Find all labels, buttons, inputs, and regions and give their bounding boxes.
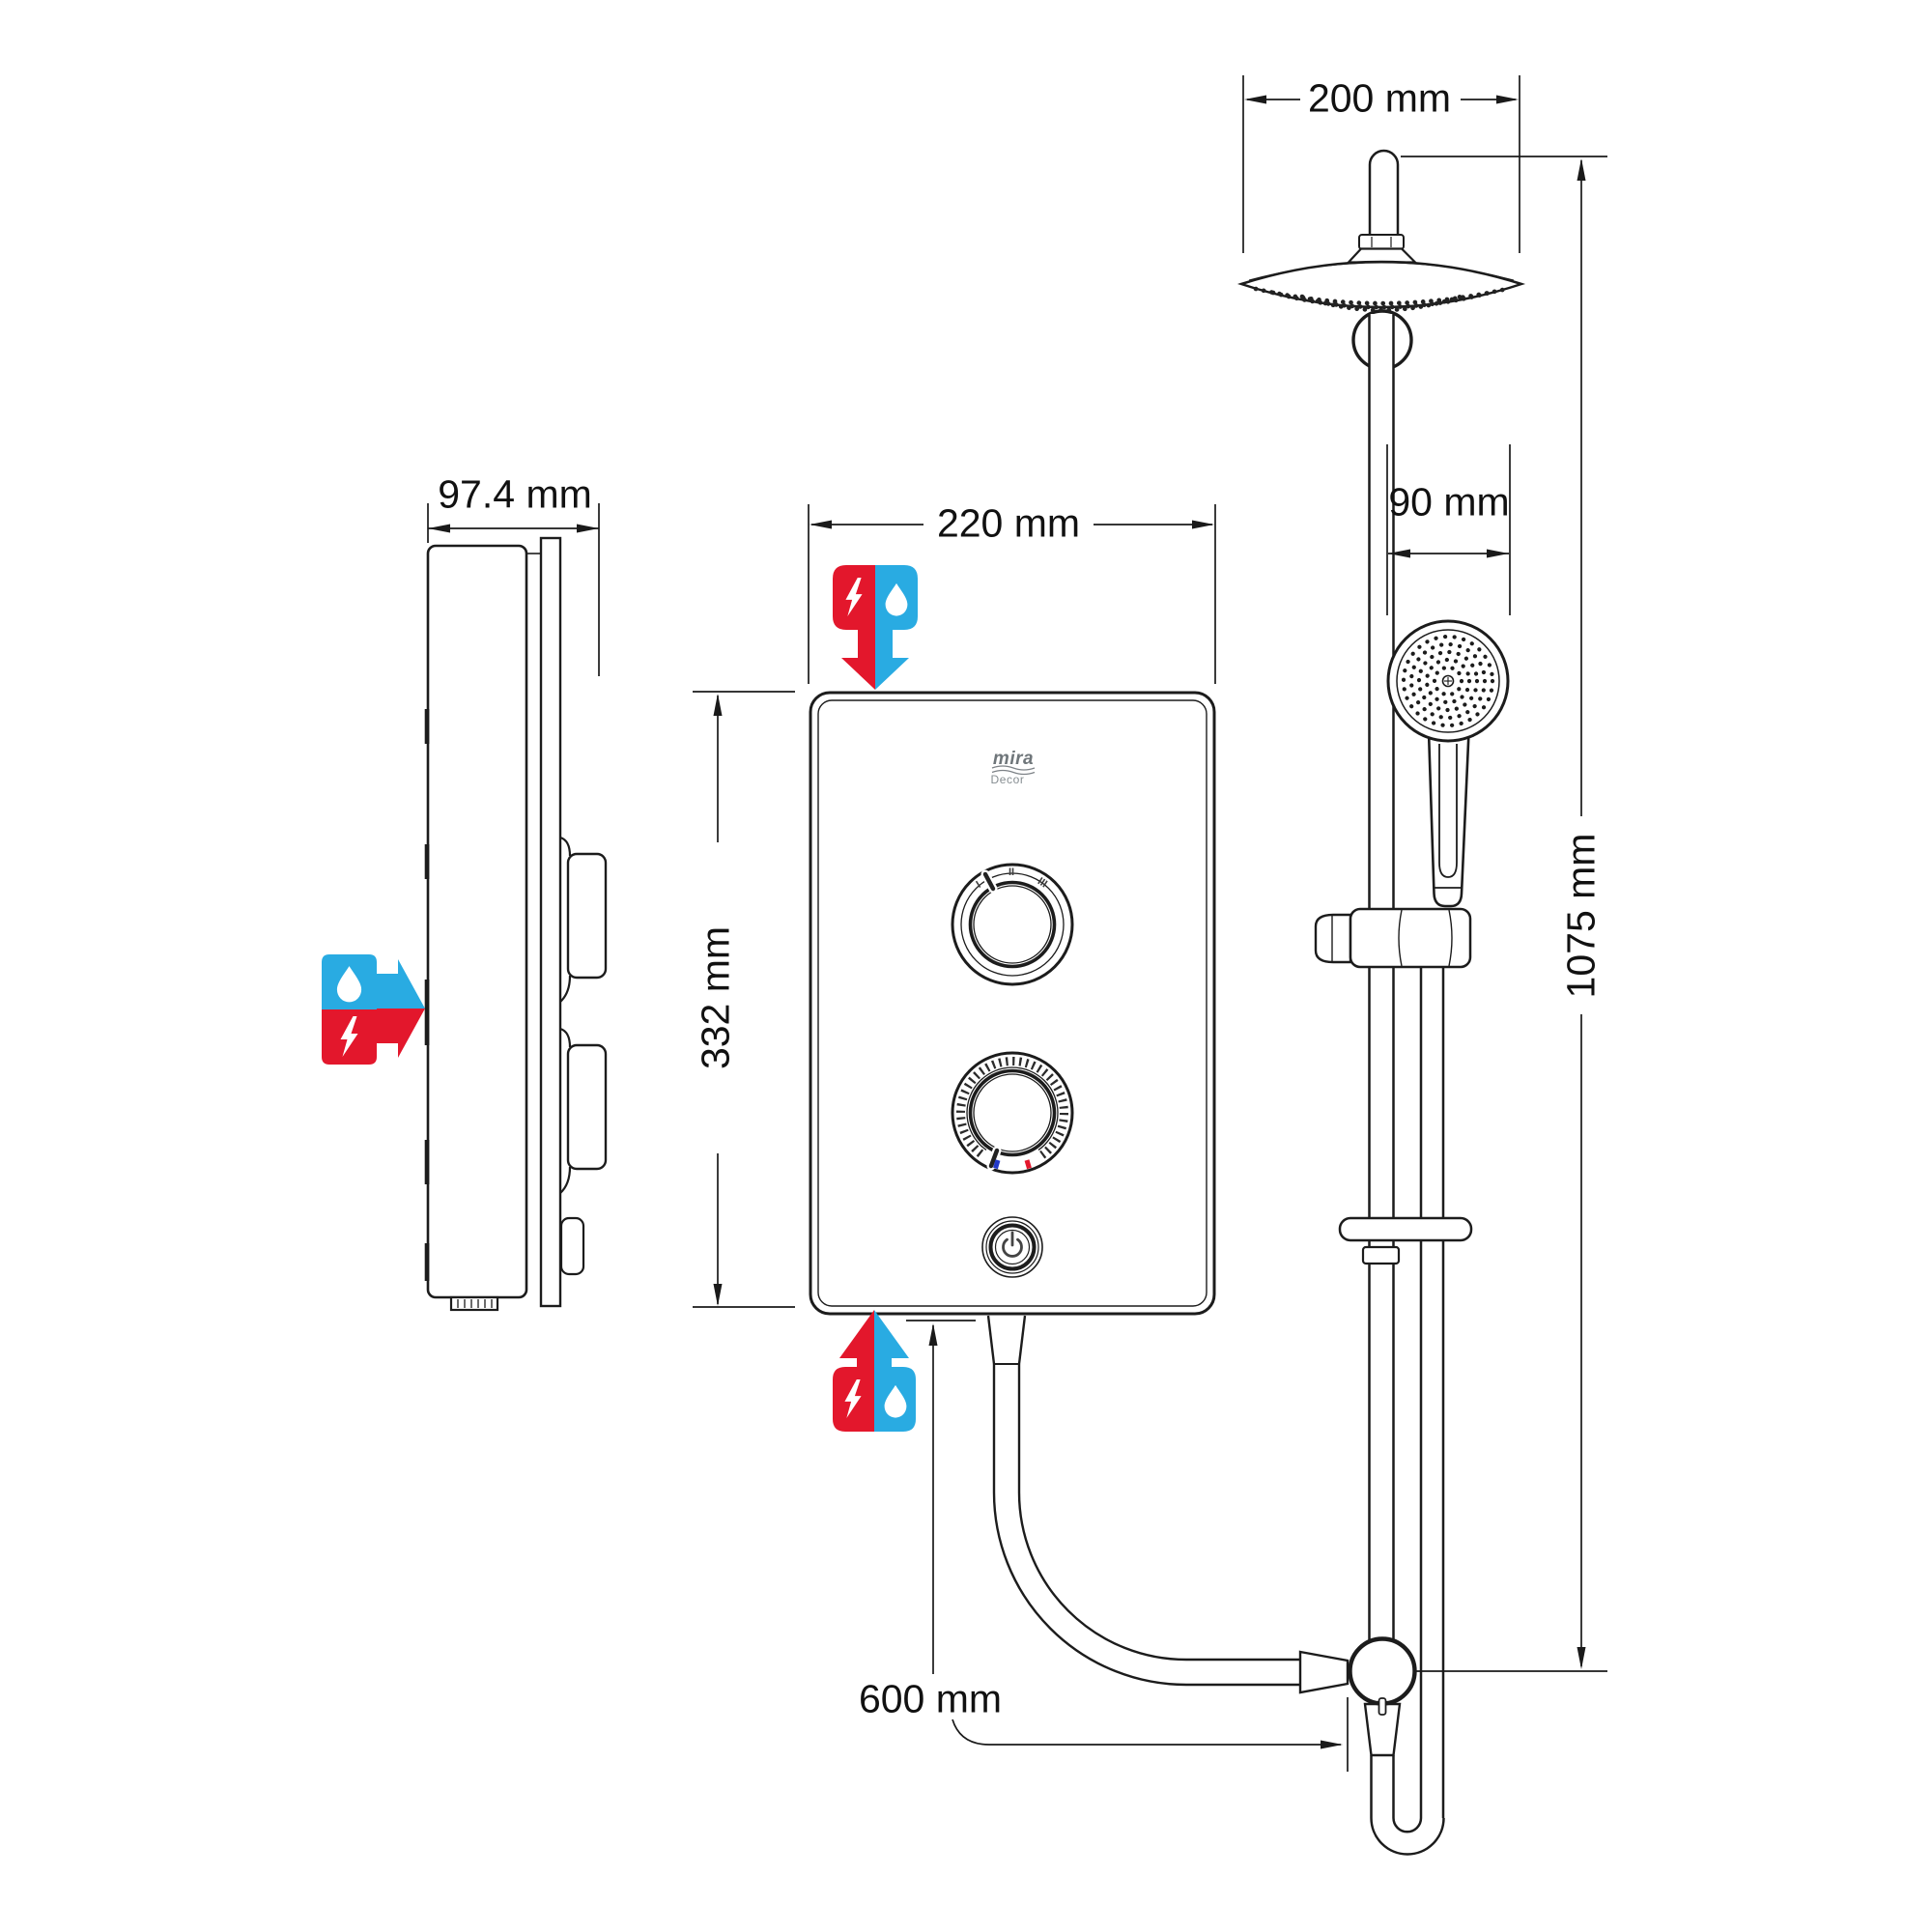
temperature-knob <box>951 1051 1074 1175</box>
temperature-pointer <box>988 1148 1000 1169</box>
dim-handset-width-label: 90 mm <box>1388 479 1510 525</box>
side-outlet-thread <box>449 1295 499 1312</box>
handset-shower-head <box>1386 619 1510 743</box>
overhead-shower-head <box>1236 260 1526 313</box>
logo-wave <box>991 765 1036 776</box>
power-icon <box>1002 1231 1023 1258</box>
side-view <box>424 536 608 1312</box>
rail-assembly <box>1236 149 1526 1856</box>
electric-water-down-arrow-icon <box>833 565 918 690</box>
hose-u-bend <box>1370 1755 1445 1856</box>
dim-hose-run-label: 600 mm <box>858 1676 1003 1721</box>
slider-clamp <box>1314 907 1472 969</box>
front-view <box>809 691 1300 1687</box>
electric-water-up-arrow-icon <box>833 1310 916 1432</box>
side-knob-profiles <box>559 836 608 1276</box>
side-backplate <box>539 536 562 1308</box>
wall-bracket <box>1338 1216 1473 1242</box>
brand-logo: mira <box>992 749 1035 769</box>
handset-handle <box>1427 729 1470 908</box>
model-name: Decor <box>990 773 1025 786</box>
hot-mark <box>1024 1159 1032 1170</box>
water-electric-right-arrow-icon <box>322 954 425 1065</box>
dim-front-width-label: 220 mm <box>936 500 1081 546</box>
cold-mark <box>993 1159 1001 1170</box>
riser-pipe <box>1368 149 1400 243</box>
start-stop-button <box>981 1216 1043 1278</box>
clamp-knob <box>1314 913 1352 964</box>
power-selector-knob <box>951 863 1074 986</box>
unit-hose <box>986 1315 1300 1687</box>
dimension-arrowheads <box>428 95 1586 1749</box>
dim-front-height-label: 332 mm <box>693 925 738 1070</box>
dim-side-depth-label: 97.4 mm <box>438 471 592 517</box>
temperature-tick-ring <box>956 1057 1068 1169</box>
elbow-ball-joint <box>1348 1636 1417 1706</box>
selector-mark-mid: II <box>1008 867 1015 878</box>
dim-overhead-width-label: 200 mm <box>1307 75 1452 121</box>
dimension-lines <box>427 75 1607 1772</box>
selector-pointer <box>982 871 996 892</box>
dim-rail-height-label: 1075 mm <box>1558 833 1604 999</box>
